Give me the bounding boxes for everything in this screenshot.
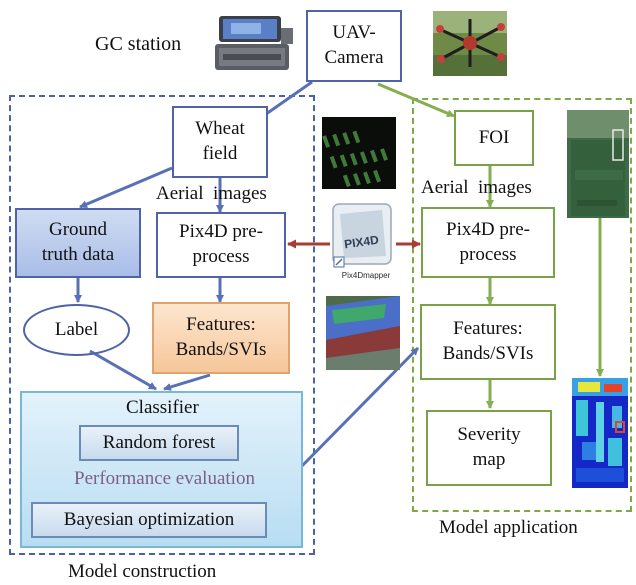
gc-station-label: GC station (95, 33, 182, 55)
severity-map-box: Severity map (426, 410, 552, 486)
pix4d-preprocess-right-box: Pix4D pre- process (421, 207, 555, 278)
wheat-plots-photo (322, 117, 396, 189)
pix4d-logo: PIX4D Pix4Dmapper (330, 202, 396, 286)
wheat-field-line-1: Wheat (195, 118, 245, 140)
ground-truth-line-1: Ground (48, 219, 108, 241)
features-left-line-1: Features: (186, 314, 256, 336)
drone-photo (433, 11, 507, 76)
spectral-photo (326, 296, 400, 370)
severity-map-line-1: Severity (457, 424, 521, 446)
features-right-line-1: Features: (453, 318, 523, 340)
arrow-uav-to-foi (377, 82, 455, 118)
pix4d-preprocess-left-box: Pix4D pre- process (156, 212, 286, 278)
model-application-region (412, 98, 632, 512)
severity-map-line-2: map (472, 449, 506, 470)
ground-truth-box: Ground truth data (15, 208, 141, 278)
random-forest-box: Random forest (79, 425, 239, 461)
uav-camera-box: UAV- Camera (306, 10, 402, 82)
model-construction-caption: Model construction (68, 561, 217, 582)
model-construction-region (9, 95, 315, 555)
label-ellipse: Label (23, 304, 130, 356)
aerial-images-label-right: Aerial images (421, 177, 532, 198)
severity-heatmap-photo (572, 378, 628, 488)
wheat-field-line-2: field (202, 143, 238, 164)
features-right-box: Features: Bands/SVIs (420, 304, 556, 380)
foi-text: FOI (478, 126, 510, 148)
model-application-caption: Model application (439, 517, 578, 538)
pix4dmapper-caption: Pix4Dmapper (342, 271, 391, 280)
pix4d-left-line-2: process (192, 246, 250, 267)
pix4d-left-line-1: Pix4D pre- (179, 221, 263, 243)
bayesian-optimization-box: Bayesian optimization (31, 502, 267, 538)
random-forest-text: Random forest (102, 431, 216, 453)
pix4d-right-line-1: Pix4D pre- (446, 218, 530, 240)
ground-truth-line-2: truth data (41, 244, 115, 265)
gc-station-photo (213, 14, 295, 76)
field-aerial-photo (567, 110, 629, 218)
aerial-images-label-left: Aerial images (156, 183, 267, 204)
foi-box: FOI (454, 110, 534, 166)
bayesian-text: Bayesian optimization (63, 508, 235, 530)
arrow-features-to-classifier (163, 373, 211, 391)
classifier-title: Classifier (126, 397, 199, 418)
label-text: Label (54, 318, 99, 340)
wheat-field-box: Wheat field (172, 106, 268, 178)
uav-camera-line-2: Camera (324, 47, 384, 68)
features-right-line-2: Bands/SVIs (442, 343, 534, 364)
pix4d-right-line-2: process (459, 243, 517, 265)
features-left-line-2: Bands/SVIs (175, 339, 267, 360)
arrow-label-to-classifier (89, 349, 157, 391)
performance-evaluation-label: Performance evaluation (74, 468, 255, 489)
features-left-box: Features: Bands/SVIs (152, 302, 290, 374)
arrow-wheat-to-ground-truth (79, 166, 173, 209)
uav-camera-line-1: UAV- (332, 22, 376, 44)
pix4d-logo-text: PIX4D (343, 233, 380, 252)
